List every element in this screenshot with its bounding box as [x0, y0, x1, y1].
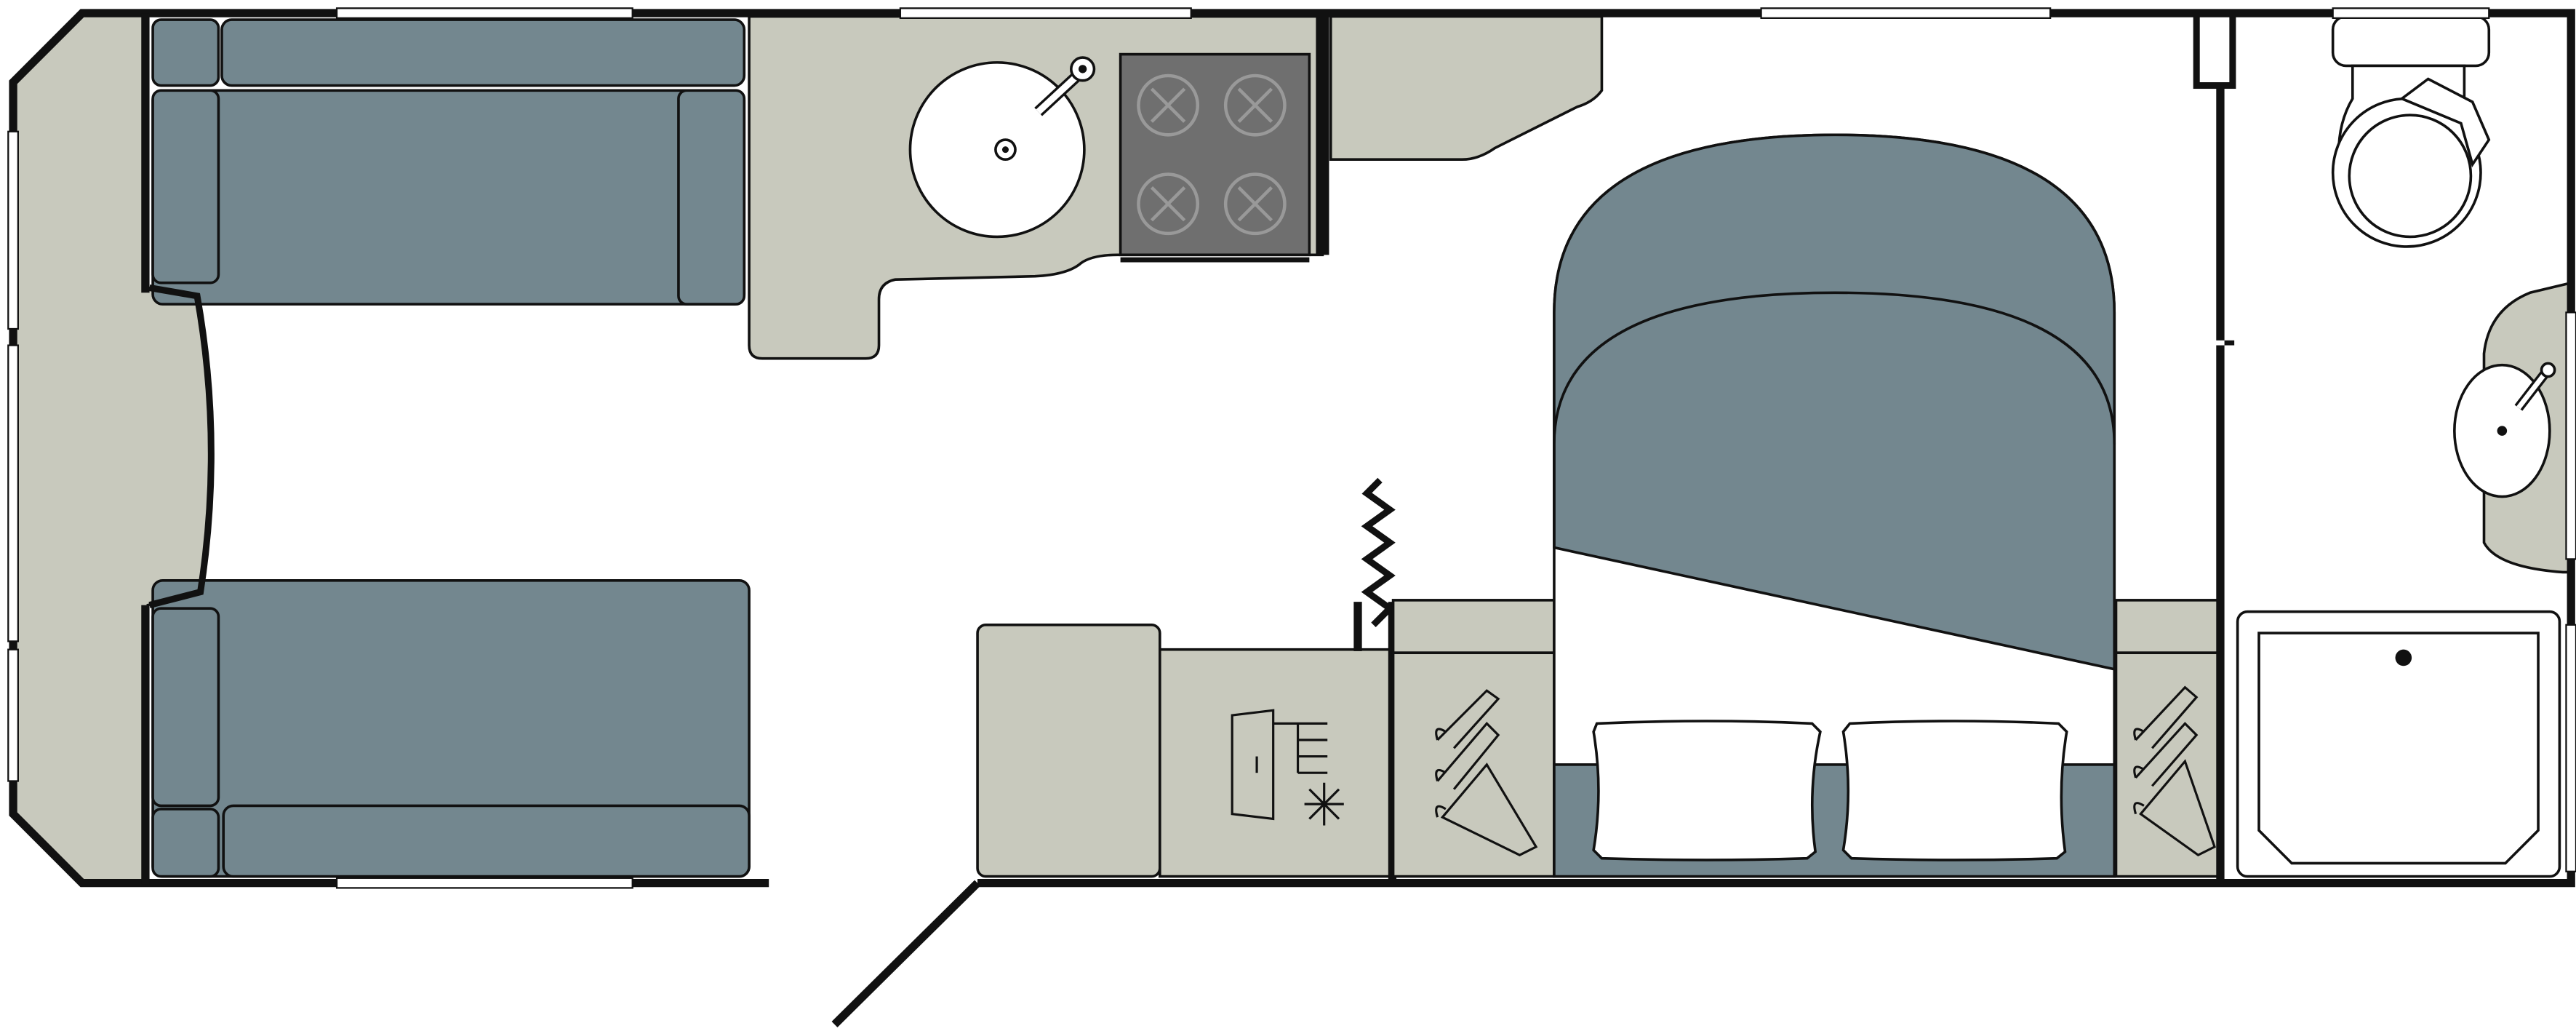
- overhead-counter: [1329, 15, 1604, 162]
- washroom-wall: [2216, 345, 2225, 883]
- bedspread-fold: [1553, 291, 2116, 548]
- fridge-icon: [1231, 709, 1328, 821]
- wardrobe-top: [2114, 599, 2223, 655]
- sofa-back-cushion-corner: [151, 808, 220, 878]
- kitchen-wall-panel: [1316, 16, 1329, 255]
- front-wall-inner: [141, 605, 150, 885]
- sofa-arm-cushion: [151, 607, 220, 808]
- bedspread: [1553, 133, 2116, 672]
- hanger-icon: [2133, 685, 2216, 857]
- fridge-unit: [1158, 648, 1395, 878]
- cabinet: [976, 623, 1161, 878]
- hanger-icon: [1435, 689, 1538, 856]
- sofa-arm-cushion: [677, 89, 746, 306]
- pillow-icon: [1841, 720, 2068, 861]
- sofa-back-cushion: [220, 18, 746, 87]
- wardrobe-top: [1391, 599, 1556, 655]
- toilet-icon: [2331, 15, 2491, 248]
- washroom-wall: [2224, 340, 2235, 346]
- washroom-wall: [2216, 85, 2225, 341]
- wardrobe: [2114, 651, 2223, 878]
- shower-tray-icon: [2236, 610, 2561, 878]
- sofa-arm-cushion: [151, 89, 220, 284]
- heater-flue-icon: [1361, 477, 1396, 627]
- sofa-back-cushion-corner: [151, 18, 220, 87]
- sofa-back-cushion: [222, 804, 751, 878]
- snowflake-icon: [1304, 782, 1344, 826]
- window: [7, 7, 2576, 889]
- front-sofa-nearside: [151, 18, 746, 306]
- basin-icon: [2453, 362, 2556, 498]
- front-sofa-offside: [151, 578, 751, 878]
- hob-icon: [1119, 52, 1311, 263]
- front-wall-inner-curve: [148, 284, 215, 609]
- island-bed: [1553, 133, 2116, 878]
- kitchen-sink-icon: [908, 56, 1096, 239]
- sofa-seat: [151, 89, 746, 306]
- entrance-door[interactable]: [831, 880, 981, 1027]
- pillow-icon: [1592, 720, 1822, 861]
- washroom-door-frame: [2193, 9, 2236, 89]
- partition-wall: [1353, 602, 1362, 651]
- front-wall-inner: [141, 13, 150, 293]
